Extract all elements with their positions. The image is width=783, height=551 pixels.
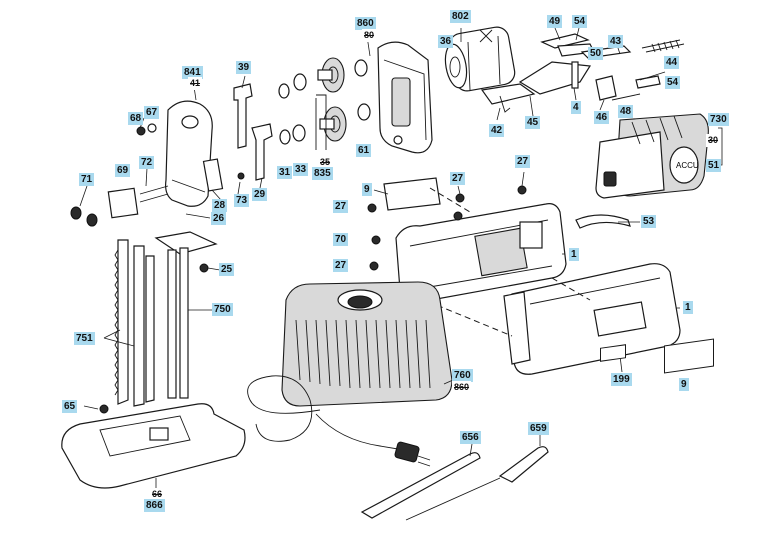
battery-pack: ACCU — [595, 113, 709, 199]
callout-39: 39 — [236, 61, 252, 74]
callout-9-top: 9 — [362, 183, 372, 196]
callout-72: 72 — [139, 156, 155, 169]
callout-656: 656 — [460, 431, 481, 444]
screwdriver — [405, 446, 549, 521]
callout-43: 43 — [608, 35, 624, 48]
callout-730: 730 — [708, 113, 729, 126]
callout-866: 866 — [144, 499, 165, 512]
callout-1-right: 1 — [683, 301, 693, 314]
callout-70: 70 — [333, 233, 349, 246]
callout-54-right: 54 — [665, 76, 681, 89]
callout-53: 53 — [641, 215, 657, 228]
callout-73: 73 — [234, 194, 250, 207]
callout-25: 25 — [219, 263, 235, 276]
callout-41: 41 — [188, 77, 203, 90]
battery-brand-text: ACCU — [676, 161, 699, 170]
callout-68: 68 — [128, 112, 144, 125]
callout-860-charger: 860 — [452, 381, 472, 394]
callout-33: 33 — [293, 163, 309, 176]
gears — [278, 57, 371, 150]
tool-body-upper — [395, 203, 567, 303]
callout-31: 31 — [277, 166, 293, 179]
label-plate-9 — [383, 177, 441, 211]
callout-9-bottom: 9 — [679, 378, 689, 391]
callout-760: 760 — [452, 369, 473, 382]
bracket-39 — [233, 83, 253, 149]
callout-66: 66 — [150, 488, 165, 501]
callout-751: 751 — [74, 332, 95, 345]
callout-36: 36 — [438, 35, 454, 48]
left-housing-half — [165, 100, 224, 207]
tool-body-lower — [503, 263, 681, 375]
callout-69: 69 — [115, 164, 131, 177]
switch-assembly — [480, 33, 685, 113]
callout-841: 841 — [182, 66, 203, 79]
callout-71: 71 — [79, 173, 95, 186]
leader-lines — [79, 27, 723, 488]
callout-42: 42 — [489, 124, 505, 137]
screws-and-plate — [70, 123, 245, 227]
callout-860: 860 — [355, 17, 376, 30]
callout-61: 61 — [356, 144, 372, 157]
callout-65: 65 — [62, 400, 78, 413]
callout-4: 4 — [571, 101, 581, 114]
motor — [444, 26, 516, 92]
saw-blade-holder — [154, 231, 218, 399]
callout-835: 835 — [312, 167, 333, 180]
base-plate — [61, 403, 246, 489]
body-screws — [199, 185, 527, 273]
battery-holder-clip — [575, 214, 631, 229]
gear-housing-half — [377, 41, 433, 154]
callout-80: 80 — [362, 29, 377, 42]
callout-54-top: 54 — [572, 15, 588, 28]
callout-45: 45 — [525, 116, 541, 129]
callout-659: 659 — [528, 422, 549, 435]
saw-blades — [114, 239, 155, 407]
callout-1-top: 1 — [569, 248, 579, 261]
callout-46: 46 — [594, 111, 610, 124]
callout-67: 67 — [144, 106, 160, 119]
callout-49: 49 — [547, 15, 563, 28]
bracket-29 — [251, 123, 273, 181]
callout-27-top: 27 — [515, 155, 531, 168]
callout-51: 51 — [706, 159, 722, 172]
charger — [281, 281, 453, 407]
callout-802: 802 — [450, 10, 471, 23]
callout-27-left: 27 — [333, 200, 349, 213]
charger-cable — [247, 375, 431, 467]
callout-750: 750 — [212, 303, 233, 316]
callout-28: 28 — [212, 199, 228, 212]
callout-199: 199 — [611, 373, 632, 386]
callout-29: 29 — [252, 188, 268, 201]
callout-50: 50 — [588, 47, 604, 60]
callout-48: 48 — [618, 105, 634, 118]
callout-44: 44 — [664, 56, 680, 69]
callout-26: 26 — [211, 212, 227, 225]
callout-30: 30 — [706, 134, 721, 147]
callout-27-low: 27 — [333, 259, 349, 272]
callout-27-mid: 27 — [450, 172, 466, 185]
flat-wrench — [360, 452, 481, 519]
callout-35: 35 — [318, 156, 333, 169]
